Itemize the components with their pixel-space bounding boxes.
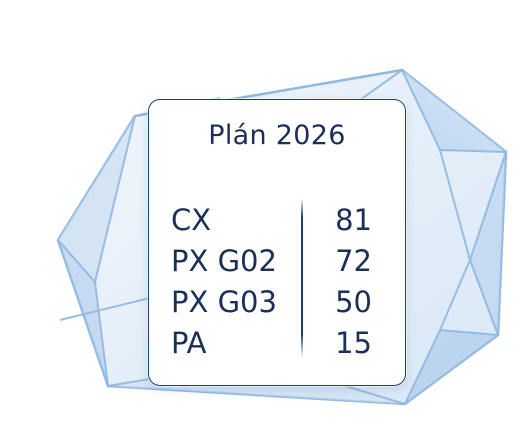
row-label: PX G02 xyxy=(171,244,277,278)
plan-row: CX 81 xyxy=(149,200,405,241)
plan-row: PA 15 xyxy=(149,323,405,364)
row-value: 15 xyxy=(335,326,372,360)
plan-rows: CX 81 PX G02 72 PX G03 50 PA 15 xyxy=(149,200,405,364)
plan-row: PX G03 50 xyxy=(149,282,405,323)
plan-row: PX G02 72 xyxy=(149,241,405,282)
row-label: CX xyxy=(171,203,212,237)
plan-card: Plán 2026 CX 81 PX G02 72 PX G03 50 PA 1… xyxy=(148,99,406,386)
column-divider xyxy=(301,198,303,358)
row-label: PX G03 xyxy=(171,285,277,319)
plan-title: Plán 2026 xyxy=(208,120,346,151)
row-label: PA xyxy=(171,326,207,360)
row-value: 81 xyxy=(335,203,372,237)
row-value: 50 xyxy=(335,285,372,319)
row-value: 72 xyxy=(335,244,372,278)
